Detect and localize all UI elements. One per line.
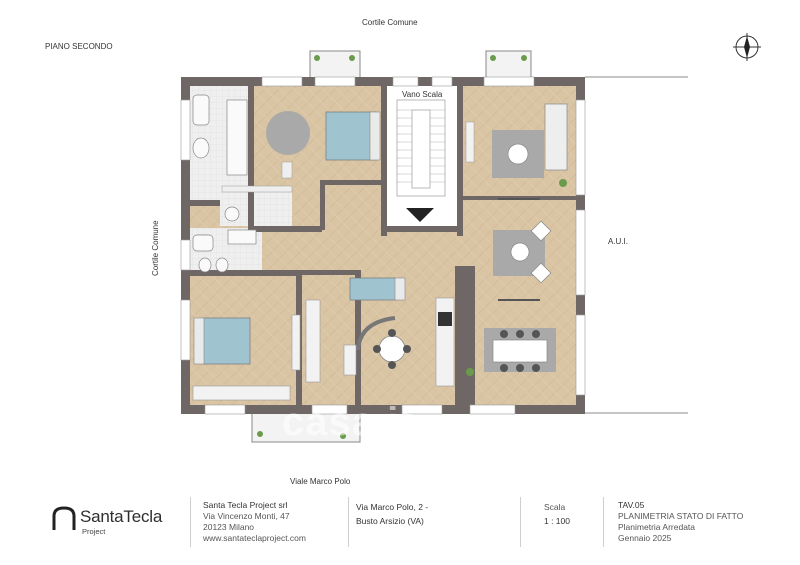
bathroom-fixtures — [192, 94, 257, 273]
scale-info: Scala 1 : 100 — [544, 500, 570, 528]
sofa — [544, 103, 568, 171]
watermark: casa.it — [282, 400, 414, 444]
company-city: 20123 Milano — [203, 522, 255, 532]
sheet-title: PLANIMETRIA STATO DI FATTO — [618, 511, 744, 521]
round-table — [378, 335, 406, 363]
entrance-arrow-icon — [406, 208, 434, 222]
company-name: Santa Tecla Project srl — [203, 500, 288, 510]
floor-label: PIANO SECONDO — [45, 42, 113, 51]
single-bed — [349, 277, 397, 301]
kitchen-counter — [435, 297, 455, 387]
property-line2: Busto Arsizio (VA) — [356, 516, 424, 526]
aui-label: A.U.I. — [608, 237, 629, 246]
property-info: Via Marco Polo, 2 - Busto Arsizio (VA) — [356, 500, 428, 528]
brand-sub: Project — [82, 527, 106, 536]
stairwell — [387, 86, 457, 226]
brand-name: SantaTecla — [80, 507, 163, 526]
dining-table — [492, 339, 548, 363]
company-address: Via Vincenzo Monti, 47 — [203, 511, 290, 521]
footer-divider — [348, 497, 349, 547]
north-arrow-icon — [733, 33, 761, 61]
scale-value: 1 : 100 — [544, 516, 570, 526]
scale-label: Scala — [544, 502, 566, 512]
company-info: Santa Tecla Project srl Via Vincenzo Mon… — [203, 500, 306, 544]
round-rug — [266, 111, 310, 155]
footer-divider — [520, 497, 521, 547]
bed-bottom — [201, 317, 251, 365]
sheet-code: TAV.05 — [618, 500, 645, 510]
stairwell-label: Vano Scala — [402, 90, 443, 99]
bed-top — [325, 111, 377, 161]
brand-logo-icon — [52, 506, 76, 530]
curved-partition — [356, 316, 396, 351]
sheet-subtitle: Planimetria Arredata — [618, 522, 696, 532]
property-line1: Via Marco Polo, 2 - — [356, 502, 429, 512]
sheet-info: TAV.05 PLANIMETRIA STATO DI FATTO Planim… — [618, 500, 743, 544]
footer-divider — [603, 497, 604, 547]
company-web: www.santateclaproject.com — [203, 533, 306, 543]
left-courtyard-label: Cortile Comune — [151, 220, 160, 276]
top-courtyard-label: Cortile Comune — [362, 18, 418, 27]
footer-divider — [190, 497, 191, 547]
street-label: Viale Marco Polo — [290, 477, 351, 486]
sheet-date: Gennaio 2025 — [618, 533, 672, 543]
